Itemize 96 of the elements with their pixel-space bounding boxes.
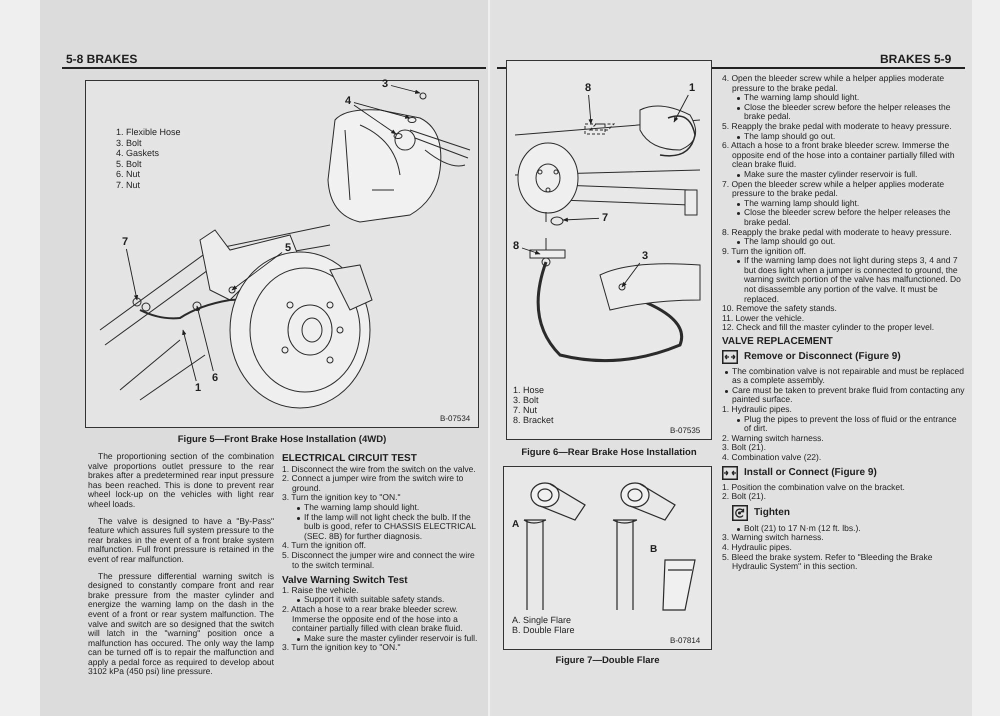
step-text: 2. Connect a jumper wire from the switch wire to ground. (282, 474, 464, 494)
leader-line (196, 305, 214, 372)
callout-number: 1 (193, 382, 203, 394)
legend-item: 3. Bolt (513, 396, 539, 406)
step-text: 3. Turn the ignition key to "ON." (282, 493, 402, 503)
step-text: 11. Lower the vehicle. (722, 314, 804, 324)
bullet-item: The lamp should go out. (722, 237, 966, 247)
step-text: 4. Turn the ignition off. (282, 541, 367, 551)
step-text: 1. Raise the vehicle. (282, 586, 360, 596)
legend-item: 6. Nut (116, 170, 140, 180)
step-text: 8. Reapply the brake pedal with moderate to heavy pressure. (722, 228, 953, 237)
step-text: 10. Remove the safety stands. (722, 304, 838, 314)
legend-item: 3. Bolt (116, 138, 142, 148)
subheading: Tighten (754, 508, 790, 518)
bullet-item: Close the bleeder screw before the helper releases the brake pedal. (722, 102, 966, 122)
leader-line (182, 329, 197, 382)
step-text: 1. Position the combination valve on the bracket. (722, 482, 906, 492)
callout-number: 7 (120, 236, 130, 248)
bullet-item: Bolt (21) to 17 N·m (12 ft. lbs.). (722, 524, 966, 534)
leader-line (126, 248, 138, 301)
bullet-item: The warning lamp should light. (282, 502, 482, 513)
legend-item: 1. Flexible Hose (116, 128, 181, 138)
bullet-item: Make sure the master cylinder reservoir is full. (282, 634, 482, 644)
leader-line (588, 94, 593, 125)
legend-item: 7. Nut (513, 406, 538, 416)
subheading: Remove or Disconnect (Figure 9) (744, 352, 901, 362)
step-text: 4. Combination valve (22). (722, 452, 822, 463)
section-heading: ELECTRICAL CIRCUIT TEST (282, 454, 418, 464)
step-text: 3. Turn the ignition key to "ON." (282, 643, 400, 653)
callout-number: 7 (600, 212, 610, 224)
bullet-item: If the lamp will not light check the bulb. If the bulb is good, refer to CHASSIS ELECTRICAL (SEC. 8B) for further diagnosis. (282, 512, 482, 542)
step-text: 1. Disconnect the wire from the switch on the valve. (282, 464, 477, 474)
figure-code: B-07534 (440, 414, 470, 424)
paragraph: The pressure differential warning switch is designed to constantly compare front and rear brake pressure from the master cylinder and energize the warning lamp on the dash in the event of a front or rear system malfunction. The valve and switch are so designed that the switch will latch in the "warning" position once a malfunction has occured. The only way the lamp can be turned off is to repair the malfunction and apply a pedal force as required to develop about 3102 kPa (450 psi) line pressure. (88, 572, 274, 678)
step-text: 1. Hydraulic pipes. (722, 405, 793, 415)
callout-number: 5 (283, 242, 293, 254)
subheading: Valve Warning Switch Test (282, 576, 409, 586)
legend-item: 7. Nut (116, 180, 140, 190)
section-heading: VALVE REPLACEMENT (722, 337, 834, 347)
paragraph: The valve is designed to have a "By-Pass" feature which assures full system pressure to the rear brakes in the event of a front brake system malfunction. Full front pressure is retained in the event of rear malfunction. (88, 516, 274, 565)
bullet-item: The warning lamp should light. (722, 198, 966, 208)
leader-line (354, 102, 411, 119)
step-text: 2. Attach a hose to a rear brake bleeder screw. Immerse the opposite end of the hose into a container partially filled with clean brake fluid. (282, 604, 464, 634)
subheading: Install or Connect (Figure 9) (744, 468, 877, 478)
figure-code: B-07814 (670, 636, 700, 646)
legend-item: 5. Bolt (116, 160, 142, 170)
paragraph: The proportioning section of the combination valve proportions outlet pressure to the rear brakes after a predetermined rear input pressure has been reached. This is done to prevent rear wheel lock-up on the vehicles with light rear wheel loads. (88, 452, 274, 510)
callout-number: 8 (511, 240, 521, 252)
step-text: 6. Attach a hose to a front brake bleeder screw. Immerse the opposite end of the hose into a container partially filled with clean brake fluid. (722, 141, 956, 170)
callout-number: 3 (640, 250, 650, 262)
page-header: 5-8 BRAKES (66, 52, 138, 66)
step-text: 2. Warning switch harness. (722, 434, 825, 444)
figure-caption: Figure 5—Front Brake Hose Installation (4WD) (178, 435, 386, 445)
callout-number: 1 (687, 82, 697, 94)
figure-caption: Figure 7—Double Flare (556, 656, 660, 666)
step-text: 12. Check and fill the master cylinder to the proper level. (722, 323, 936, 334)
legend-item: 4. Gaskets (116, 149, 160, 159)
leader-line (390, 85, 421, 94)
leader-line (354, 104, 396, 134)
bullet-item: The lamp should go out. (722, 132, 966, 142)
step-text: 5. Bleed the brake system. Refer to "Bleeding the Brake Hydraulic System" in this section. (722, 552, 934, 572)
step-text: 5. Reapply the brake pedal with moderate to heavy pressure. (722, 122, 953, 132)
callout-number: 4 (343, 95, 353, 107)
legend-item: A. Single Flare (512, 616, 572, 626)
bullet-item: Plug the pipes to prevent the loss of fluid or the entrance of dirt. (722, 414, 966, 434)
bullet-item: Care must be taken to prevent brake fluid from contacting any painted surface. (722, 386, 966, 405)
step-text: 7. Open the bleeder screw while a helper applies moderate pressure to the brake pedal. (722, 180, 946, 199)
bullet-item: Close the bleeder screw before the helper releases the brake pedal. (722, 208, 966, 228)
part-letter: B (650, 545, 658, 555)
part-letter: A (512, 520, 520, 530)
step-text: 4. Open the bleeder screw while a helper applies moderate pressure to the brake pedal. (722, 74, 946, 93)
callout-number: 8 (583, 82, 593, 94)
bullet-item: Support it with suitable safety stands. (282, 595, 482, 605)
step-text: 3. Warning switch harness. (722, 533, 824, 543)
figure-caption: Figure 6—Rear Brake Hose Installation (521, 448, 697, 458)
legend-item: B. Double Flare (512, 626, 575, 636)
leader-line (232, 252, 282, 290)
legend-item: 1. Hose (513, 386, 544, 396)
bullet-item: Make sure the master cylinder reservoir is full. (722, 170, 966, 180)
page-header: BRAKES 5-9 (880, 52, 952, 66)
step-text: 5. Disconnect the jumper wire and connect the wire to the switch terminal. (282, 550, 476, 570)
bullet-item: The warning lamp should light. (722, 93, 966, 103)
legend-item: 8. Bracket (513, 416, 554, 426)
bullet-item: If the warning lamp does not light during steps 3, 4 and 7 but does light when a jumper is connected to ground, the warning switch portion of the valve has malfunctioned. Do not disassemble any portion of the valve. It must be replaced. (722, 256, 966, 304)
step-text: 4. Hydraulic pipes. (722, 542, 793, 553)
step-text: 9. Turn the ignition off. (722, 246, 806, 256)
figure-code: B-07535 (670, 426, 700, 436)
callout-number: 3 (380, 78, 390, 90)
leader-line (562, 218, 600, 222)
leader-line (674, 94, 689, 122)
step-text: 2. Bolt (21). (722, 492, 767, 502)
leader-line (522, 248, 540, 254)
bullet-item: The combination valve is not repairable and must be replaced as a complete assembly. (722, 366, 966, 386)
leader-line (622, 262, 640, 288)
callout-number: 6 (210, 372, 220, 384)
step-text: 3. Bolt (21). (722, 443, 767, 453)
